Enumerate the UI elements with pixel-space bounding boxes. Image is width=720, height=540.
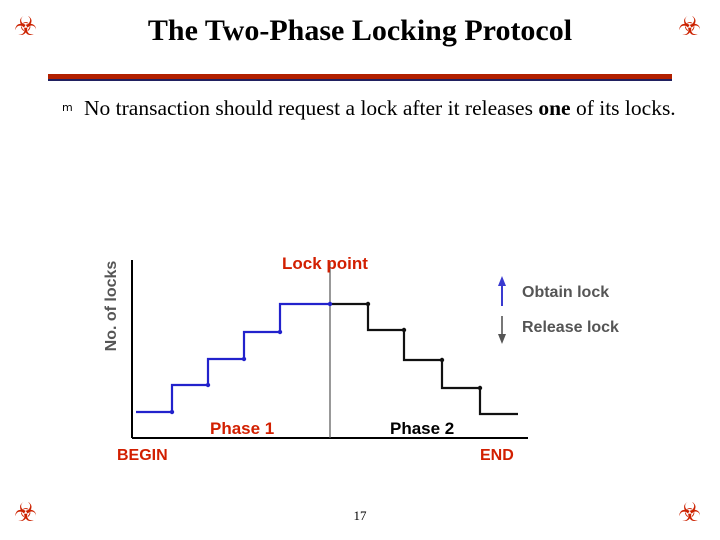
biohazard-icon-top-left: ☣ — [14, 12, 38, 42]
step-point — [439, 357, 445, 363]
step-point — [277, 329, 283, 335]
down-arrow-head-icon — [498, 334, 506, 344]
bullet-text-part1: No transaction should request a lock aft… — [84, 96, 539, 120]
legend-obtain-lock: Obtain lock — [522, 284, 610, 301]
shrinking-phase-line — [330, 302, 518, 416]
biohazard-icon-bottom-left: ☣ — [14, 498, 38, 528]
title-divider — [48, 74, 672, 81]
bullet-item: m No transaction should request a lock a… — [62, 96, 682, 121]
growing-phase-line — [136, 302, 330, 414]
two-phase-locking-figure: Lock point No. of locks Phase 1 Phase 2 … — [90, 242, 650, 477]
slide-title: The Two-Phase Locking Protocol — [147, 14, 573, 47]
bullet-marker-icon: m — [62, 101, 73, 114]
step-point — [169, 409, 175, 415]
step-point — [365, 301, 371, 307]
end-label: END — [480, 447, 514, 464]
bullet-text: No transaction should request a lock aft… — [84, 96, 676, 121]
phase-1-label: Phase 1 — [210, 419, 275, 438]
phase-2-label: Phase 2 — [390, 419, 455, 438]
biohazard-icon-top-right: ☣ — [678, 12, 702, 42]
step-point — [477, 385, 483, 391]
biohazard-icon-bottom-right: ☣ — [678, 498, 702, 528]
y-axis-label: No. of locks — [103, 260, 120, 352]
page-number: 17 — [353, 508, 367, 523]
step-point — [401, 327, 407, 333]
lock-point-label: Lock point — [282, 254, 368, 273]
begin-label: BEGIN — [117, 447, 168, 464]
lock-count-plot — [131, 260, 528, 439]
up-arrow-head-icon — [498, 276, 506, 286]
step-point — [327, 301, 333, 307]
legend-release-lock: Release lock — [522, 319, 619, 336]
bullet-text-part2: of its locks. — [570, 96, 676, 120]
step-point — [241, 356, 247, 362]
step-point — [205, 382, 211, 388]
bullet-text-emphasis: one — [538, 96, 571, 120]
